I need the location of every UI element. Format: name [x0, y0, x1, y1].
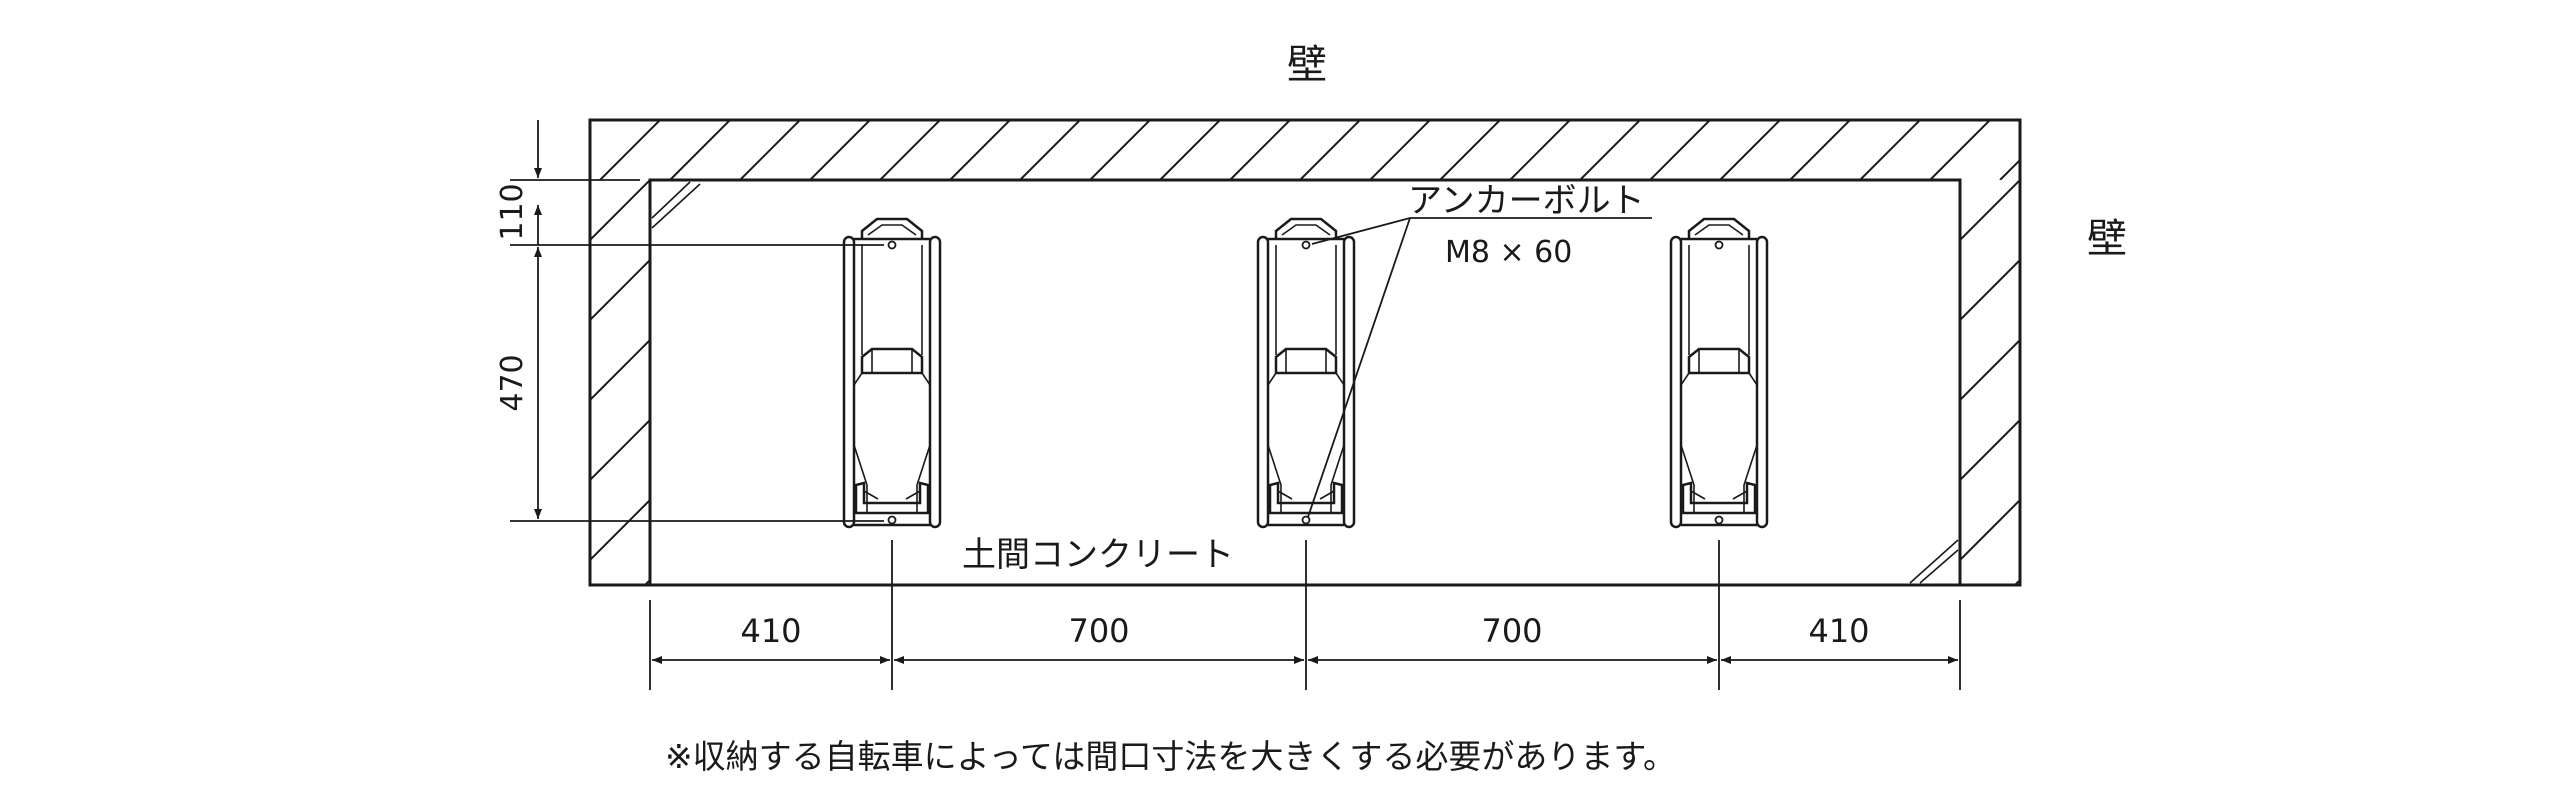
corner-hatch-accent: [1909, 539, 1959, 584]
corner-hatch-accent: [651, 181, 701, 229]
vertical-dimension: [510, 120, 884, 522]
hatch-line: [643, 579, 650, 585]
hatch-line: [949, 120, 1011, 180]
hatch-line: [1579, 120, 1641, 180]
dimension-label-470: 470: [495, 354, 530, 411]
wall-label-right: 壁: [2087, 216, 2127, 262]
bicycle-stand: [1256, 217, 1356, 529]
hatch-line: [1229, 120, 1291, 180]
hatch-line: [1019, 120, 1081, 180]
hatch-line: [669, 120, 731, 180]
dimension-label-700: 700: [1068, 612, 1129, 650]
hatch-line: [1159, 120, 1221, 180]
hatch-line: [590, 180, 650, 241]
horizontal-dimension: [649, 540, 1961, 690]
hatch-line: [590, 259, 650, 321]
floor-label: 土間コンクリート: [962, 535, 1234, 575]
hatch-line: [1089, 120, 1151, 180]
hatch-line: [1719, 120, 1781, 180]
wall-label-top: 壁: [1287, 42, 1327, 88]
hatch-line: [1299, 120, 1361, 180]
dimension-label-410: 410: [740, 612, 801, 650]
wall-outline: [588, 118, 2022, 587]
hatch-line: [590, 339, 650, 401]
hatch-line: [879, 120, 941, 180]
hatch-line: [1999, 158, 2020, 180]
anchor-leader-line: [1307, 217, 1411, 518]
hatch-line: [739, 120, 801, 180]
wall-hatching: [590, 120, 2130, 585]
dimension-label-410: 410: [1808, 612, 1869, 650]
dimension-label-700: 700: [1481, 612, 1542, 650]
hatch-line: [1960, 499, 2020, 561]
hatch-line: [599, 120, 661, 180]
hatch-line: [590, 499, 650, 561]
hatch-line: [1960, 419, 2020, 481]
hatch-line: [1439, 120, 1501, 180]
bicycle-stand: [842, 217, 942, 529]
bicycle-stand: [1669, 217, 1769, 529]
hatch-line: [1929, 120, 1991, 180]
hatch-line: [1960, 339, 2020, 401]
hatch-line: [1789, 120, 1851, 180]
anchor-bolt-label: アンカーボルト: [1408, 181, 1645, 221]
hatch-line: [2070, 120, 2130, 180]
hatch-line: [1960, 180, 2020, 241]
hatch-line: [1859, 120, 1921, 180]
hatch-line: [1509, 120, 1571, 180]
hatch-line: [1649, 120, 1711, 180]
hatch-line: [1960, 259, 2020, 321]
hatch-line: [809, 120, 871, 180]
dimension-label-110: 110: [495, 183, 530, 240]
anchor-size-label: M8 × 60: [1445, 235, 1572, 270]
footnote: ※収納する自転車によっては間口寸法を大きくする必要があります。: [665, 737, 1676, 776]
hatch-line: [590, 419, 650, 481]
hatch-line: [590, 120, 591, 122]
hatch-line: [2013, 579, 2020, 585]
hatch-line: [1369, 120, 1431, 180]
